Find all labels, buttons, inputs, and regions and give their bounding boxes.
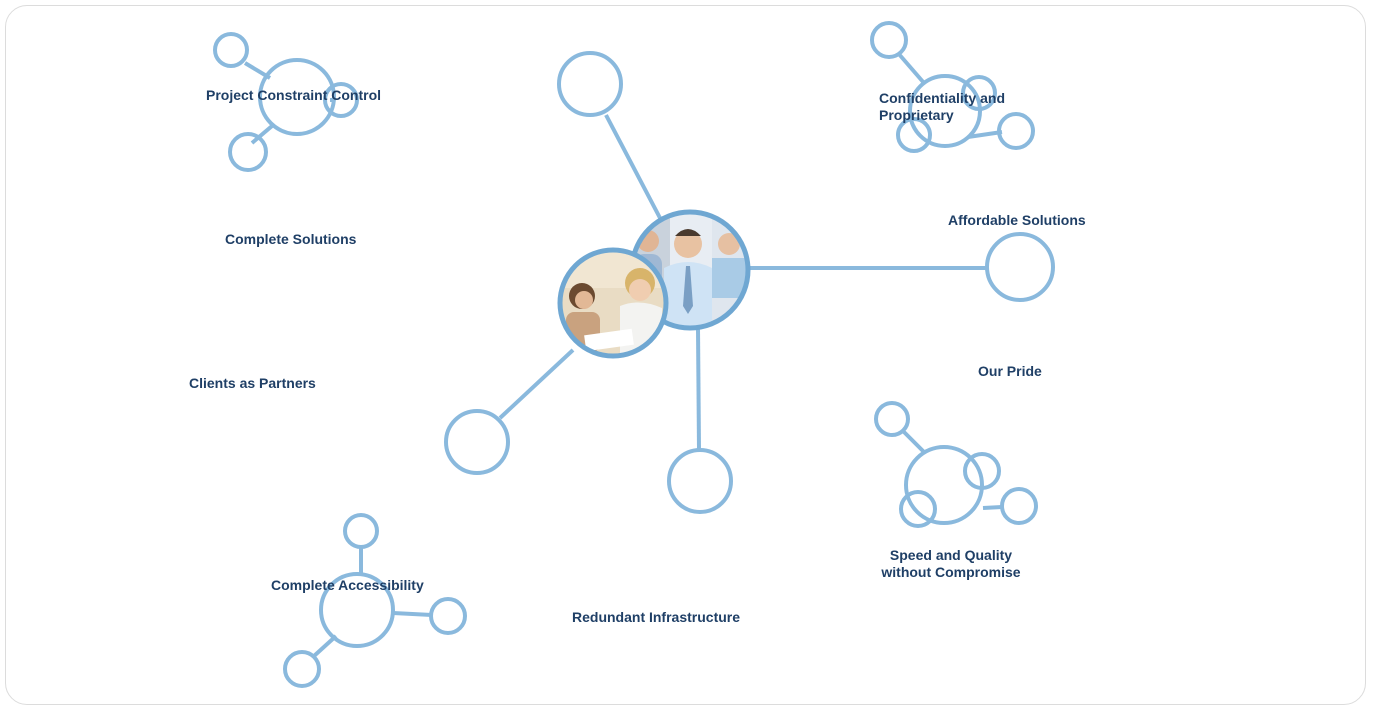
node-circle bbox=[908, 74, 982, 148]
spoke-node-circle bbox=[557, 51, 623, 117]
label-line: Speed and Quality bbox=[889, 547, 1013, 563]
node-circle bbox=[899, 490, 937, 528]
node-circle bbox=[258, 58, 336, 136]
label-our-pride: Our Pride bbox=[978, 363, 1042, 379]
node-circle bbox=[904, 445, 984, 525]
spoke-node-circle bbox=[985, 232, 1055, 302]
label-clients-as-partners: Clients as Partners bbox=[189, 375, 316, 391]
node-circle bbox=[870, 21, 908, 59]
meeting-photo bbox=[557, 247, 669, 359]
label-line: Confidentiality and bbox=[879, 90, 1005, 106]
node-circle bbox=[228, 132, 268, 172]
node-circle bbox=[429, 597, 467, 635]
label-line: Proprietary bbox=[879, 107, 954, 123]
node-circle bbox=[343, 513, 379, 549]
hub-spokes bbox=[444, 51, 1055, 514]
node-circle bbox=[323, 82, 359, 118]
molecule-complete-accessibility bbox=[283, 513, 467, 688]
label-speed-and-quality: Speed and Quality without Compromise bbox=[871, 547, 1031, 581]
label-redundant-infrastructure: Redundant Infrastructure bbox=[572, 609, 741, 625]
molecule-speed-quality bbox=[874, 401, 1038, 528]
node-circle bbox=[213, 32, 249, 68]
label-complete-accessibility: Complete Accessibility bbox=[271, 577, 424, 593]
node-circle bbox=[963, 452, 1001, 490]
node-circle bbox=[997, 112, 1035, 150]
diagram-frame bbox=[5, 5, 1366, 705]
label-confidentiality-and-proprietary: Confidentiality and Proprietary bbox=[879, 90, 1005, 124]
molecule-confidentiality bbox=[870, 21, 1035, 153]
molecule-project-constraint bbox=[213, 32, 359, 172]
spoke-node-circle bbox=[444, 409, 510, 475]
node-circle bbox=[1000, 487, 1038, 525]
spoke-node-circle bbox=[667, 448, 733, 514]
node-circle bbox=[319, 572, 395, 648]
label-affordable-solutions: Affordable Solutions bbox=[948, 212, 1086, 228]
node-circle bbox=[896, 117, 932, 153]
label-project-constraint-control: Project Constraint Control bbox=[206, 87, 382, 103]
label-complete-solutions: Complete Solutions bbox=[225, 231, 357, 247]
node-circle bbox=[874, 401, 910, 437]
label-line: without Compromise bbox=[881, 564, 1021, 580]
node-circle bbox=[283, 650, 321, 688]
node-circle bbox=[961, 75, 997, 111]
